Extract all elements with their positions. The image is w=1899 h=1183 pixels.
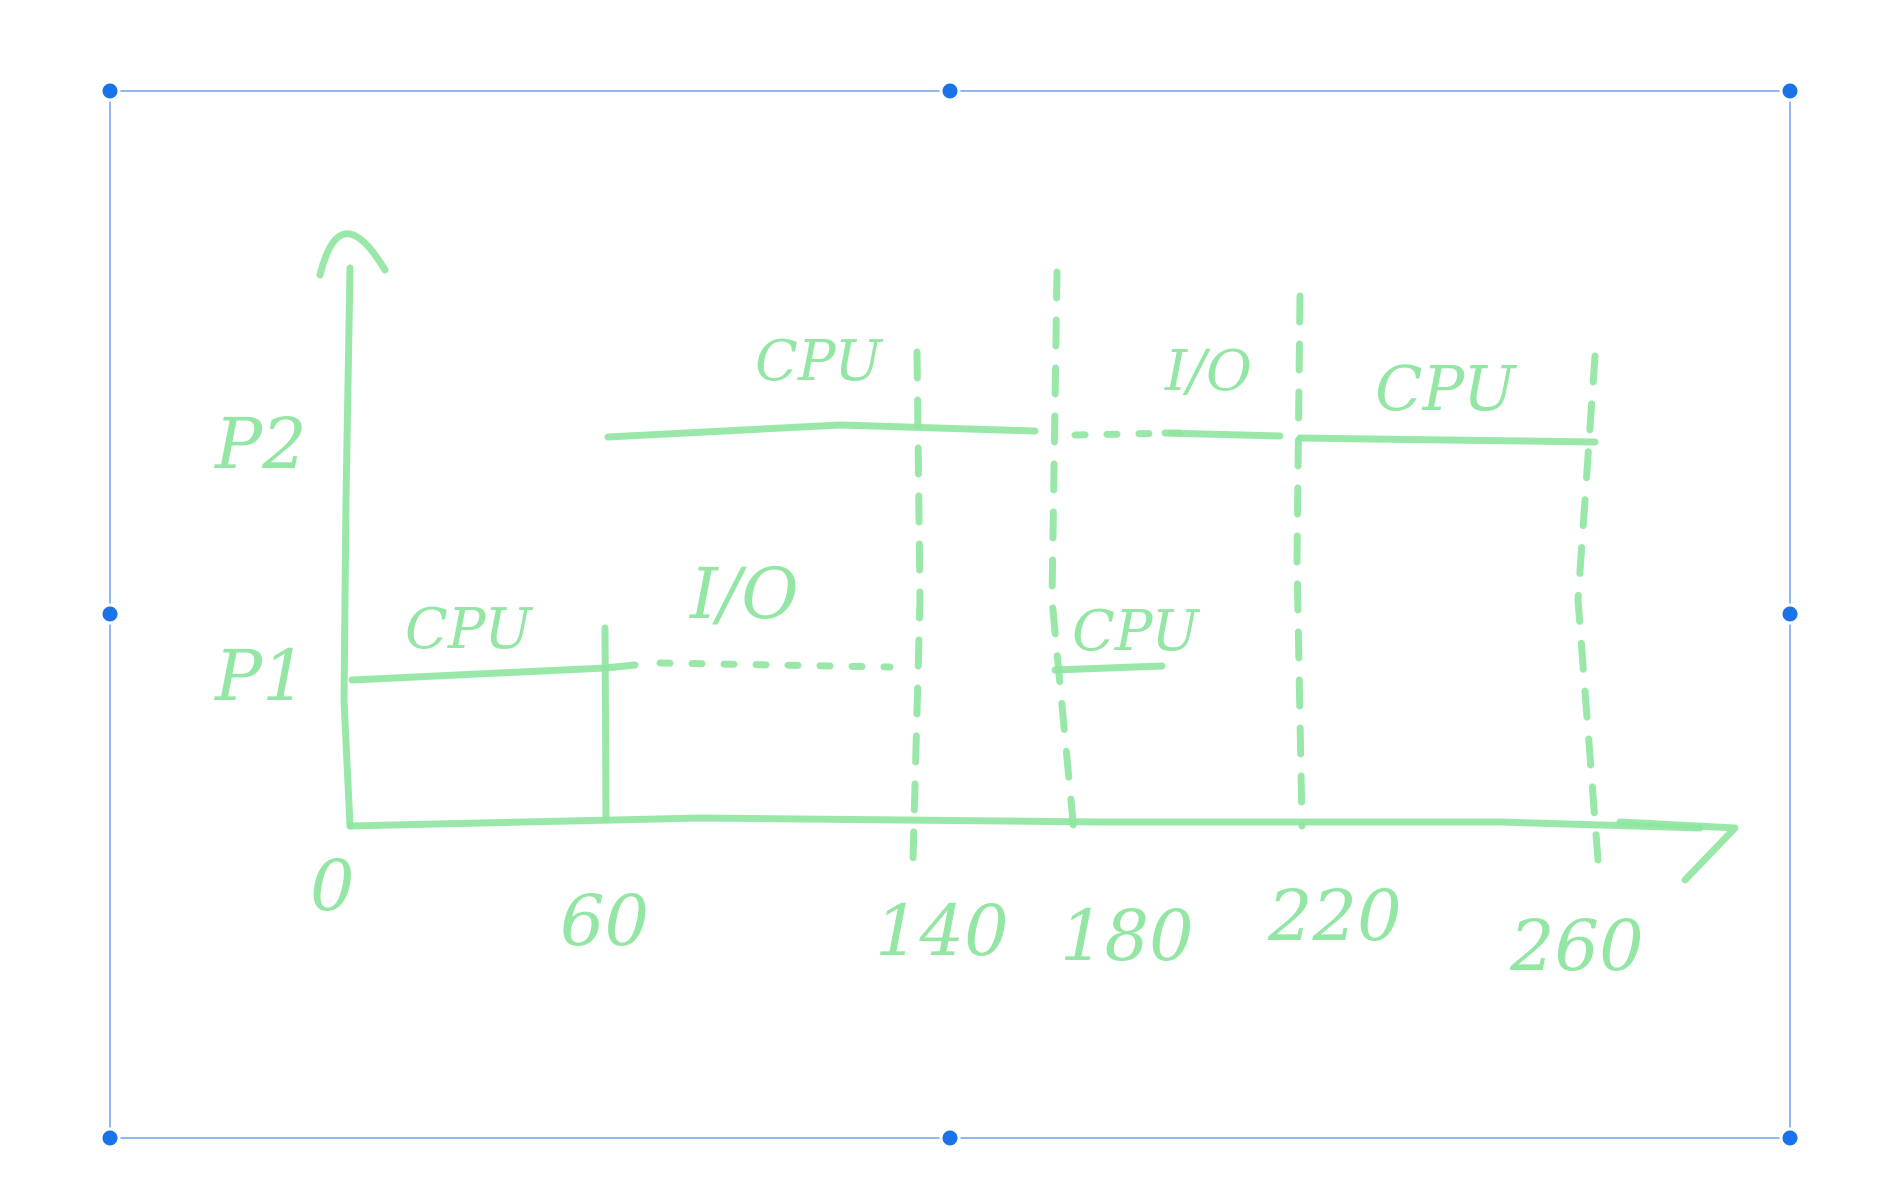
p1-cpu-second-label: CPU xyxy=(1072,599,1201,664)
resize-handle-bottom-left[interactable] xyxy=(99,1127,121,1149)
resize-handle-middle-left[interactable] xyxy=(99,603,121,625)
tick-labels: 0 60 140 180 220 260 xyxy=(310,845,1644,987)
resize-handle-top-left[interactable] xyxy=(99,80,121,102)
tick-label-260: 260 xyxy=(1509,905,1644,987)
tick-label-180: 180 xyxy=(1060,895,1194,977)
p2-cpu-second-label: CPU xyxy=(1375,352,1517,425)
p1-label: P1 xyxy=(213,635,307,717)
resize-handle-bottom-right[interactable] xyxy=(1779,1127,1801,1149)
tick-label-60: 60 xyxy=(560,880,649,962)
resize-handle-bottom-center[interactable] xyxy=(939,1127,961,1149)
p2-cpu-first-label: CPU xyxy=(755,329,884,394)
p1-io-bar xyxy=(656,659,894,671)
y-axis-arrowhead xyxy=(316,230,389,279)
segment-labels: CPU I/O CPU CPU I/O CPU xyxy=(405,329,1517,664)
p1-timeline xyxy=(348,659,1166,684)
tick-label-220: 220 xyxy=(1267,875,1402,957)
p2-cpu-bar-second xyxy=(1296,434,1599,446)
divider-60 xyxy=(601,624,610,824)
tick-label-140: 140 xyxy=(875,890,1009,972)
p2-timeline xyxy=(604,421,1599,446)
p1-cpu-bar-second xyxy=(1051,662,1166,674)
axes xyxy=(316,230,1739,884)
x-axis-arrowhead xyxy=(1616,818,1739,884)
resize-handle-middle-right[interactable] xyxy=(1779,603,1801,625)
resize-handle-top-right[interactable] xyxy=(1779,80,1801,102)
divider-180 xyxy=(1048,268,1078,836)
resize-handle-top-center[interactable] xyxy=(939,80,961,102)
tick-label-origin: 0 xyxy=(310,845,355,927)
time-dividers xyxy=(601,268,1602,864)
divider-220 xyxy=(1293,292,1306,830)
p1-cpu-first-label: CPU xyxy=(405,597,534,662)
x-axis-line xyxy=(346,814,1704,832)
p1-io-label: I/O xyxy=(688,553,799,635)
p1-cpu-bar-first xyxy=(348,661,639,684)
p2-io-label: I/O xyxy=(1164,339,1252,404)
y-axis-line xyxy=(340,264,354,830)
p2-label: P2 xyxy=(213,403,307,485)
p2-cpu-bar-first xyxy=(604,421,1039,441)
p2-io-bar-solid xyxy=(1161,429,1284,440)
process-labels: P1 P2 xyxy=(213,403,307,717)
selection-frame[interactable] xyxy=(99,80,1801,1149)
divider-140 xyxy=(909,348,924,864)
divider-260 xyxy=(1574,352,1602,864)
